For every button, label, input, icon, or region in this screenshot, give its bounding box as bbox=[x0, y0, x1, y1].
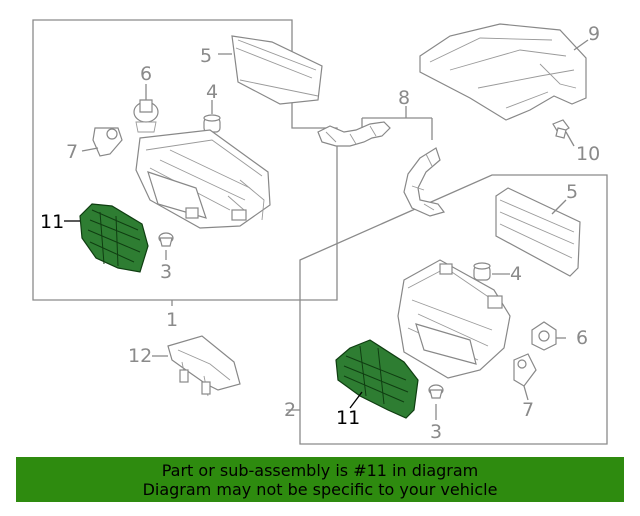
callout-2: 2 bbox=[284, 399, 296, 421]
callout-5-upper: 5 bbox=[200, 45, 212, 67]
leader-lines bbox=[64, 39, 589, 420]
callout-8: 8 bbox=[398, 87, 410, 109]
callout-6-upper: 6 bbox=[140, 63, 152, 85]
callout-9: 9 bbox=[588, 23, 600, 45]
callout-5-lower: 5 bbox=[566, 181, 578, 203]
bolt-part-10 bbox=[552, 119, 570, 139]
engine-cover-part-9 bbox=[419, 23, 587, 121]
callout-4-lower: 4 bbox=[510, 263, 522, 285]
hose-part-8 bbox=[317, 121, 446, 217]
callout-3-lower: 3 bbox=[430, 421, 442, 443]
callout-11-lower: 11 bbox=[336, 407, 360, 429]
grommet-part-4-lower bbox=[473, 262, 491, 281]
callout-4-upper: 4 bbox=[206, 81, 218, 103]
bolt-part-3-upper bbox=[158, 232, 174, 247]
notice-banner: Part or sub-assembly is #11 in diagram D… bbox=[16, 457, 624, 502]
grommet-part-4-upper bbox=[203, 114, 221, 133]
notice-line-disclaimer: Diagram may not be specific to your vehi… bbox=[142, 480, 498, 499]
sensor-part-6-lower bbox=[531, 321, 557, 351]
callout-11-upper: 11 bbox=[40, 211, 64, 233]
bracket-part-12 bbox=[167, 335, 241, 397]
callout-10: 10 bbox=[576, 143, 600, 165]
sensor-part-6-upper bbox=[133, 99, 159, 133]
callout-12: 12 bbox=[128, 345, 152, 367]
callout-7-upper: 7 bbox=[66, 141, 78, 163]
air-filter-part-5-lower bbox=[495, 187, 581, 277]
notice-line-part: Part or sub-assembly is #11 in diagram bbox=[161, 461, 479, 480]
sensor-part-7-lower bbox=[513, 353, 537, 387]
sensor-part-7-upper bbox=[92, 127, 123, 157]
bolt-part-3-lower bbox=[428, 384, 444, 399]
assembly-2-frame bbox=[299, 174, 608, 445]
callout-7-lower: 7 bbox=[522, 399, 534, 421]
callout-3-upper: 3 bbox=[160, 261, 172, 283]
callout-1: 1 bbox=[166, 309, 178, 331]
air-filter-part-5-upper bbox=[231, 35, 323, 105]
highlighted-part-11-lower bbox=[335, 339, 419, 419]
air-box-housing-upper bbox=[135, 129, 271, 229]
callout-6-lower: 6 bbox=[576, 327, 588, 349]
highlighted-part-11-upper bbox=[79, 203, 149, 273]
air-box-housing-lower bbox=[397, 259, 511, 379]
assembly-1-frame bbox=[32, 19, 338, 301]
